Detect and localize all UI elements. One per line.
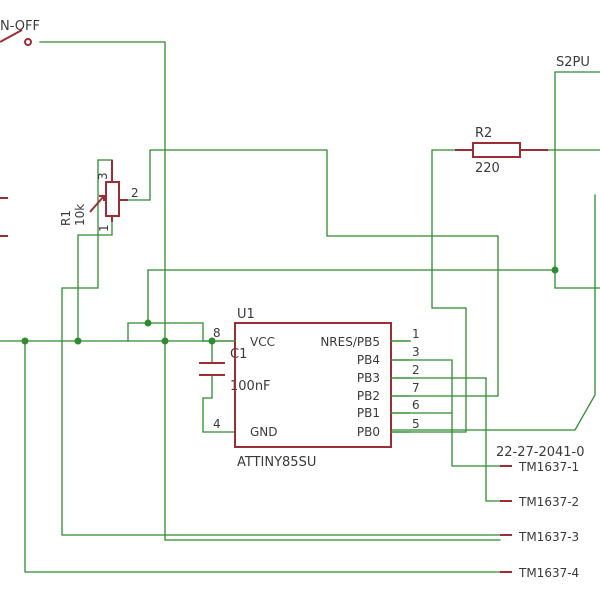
switch-lever [0,29,23,43]
u1-body [234,322,392,448]
wire-vcc-to-ic [147,322,204,342]
r1-body [105,181,120,217]
u1-pin-label: PB3 [357,371,380,385]
junction-dot [144,319,152,327]
r2-body [472,142,521,158]
r1-potentiometer: R1 10k 1 2 3 [59,160,139,232]
r1-pin1: 1 [97,224,111,232]
u1-pin-label: PB0 [357,425,380,439]
connector-tm1637: 22-27-2041-0 TM1637-1 TM1637-2 TM1637-3 … [496,445,585,580]
u1-pin-number: 5 [412,417,420,431]
wire-left-vertical [24,340,501,573]
junctions [21,266,559,345]
r1-pin3: 3 [96,172,110,180]
wire-r2-left [390,149,467,433]
u1-pin-label: GND [250,425,278,439]
wire-vcc-loop [127,269,149,342]
u1-pin-label: NRES/PB5 [320,335,380,349]
u1-pin-number: 3 [412,345,420,359]
u1-pin-number: 4 [213,417,221,431]
wire-pb3 [390,377,501,502]
u1-pin-label: PB1 [357,406,380,420]
r2-value: 220 [475,161,500,176]
wire-r1-wiper [127,149,499,397]
left-partial-part [0,197,8,237]
u1-name: U1 [237,307,255,322]
s2-label: S2PU [556,55,590,70]
connector-label: 22-27-2041-0 [496,445,585,460]
wire-s2-loop [554,71,600,289]
c1-name: C1 [230,347,247,362]
r1-name: R1 [59,210,73,226]
junction-dot [74,337,82,345]
junction-dot [21,337,29,345]
u1-pin-number: 8 [213,326,221,340]
wire-switch-top [39,41,501,541]
connector-pin-label: TM1637-4 [518,566,579,580]
r2-resistor: R2 220 [455,126,548,176]
u1-pin-label: VCC [250,335,275,349]
r1-pin2: 2 [131,186,139,200]
r1-value: 10k [73,204,87,226]
wires [0,41,600,573]
u1-part: ATTINY85SU [237,455,316,470]
r1-arrow-icon [89,195,105,213]
u1-pin-number: 2 [412,363,420,377]
junction-dot [161,337,169,345]
r2-name: R2 [475,126,492,141]
wire-c1-bottom [202,375,236,433]
u1-pin-number: 6 [412,398,420,412]
connector-pin-label: TM1637-1 [518,460,579,474]
junction-dot [551,266,559,274]
u1-pin-label: PB2 [357,389,380,403]
u1-pin-number: 1 [412,327,420,341]
switch-contact [24,38,32,46]
c1-value: 100nF [230,379,271,394]
switch-label: N-OFF [0,19,40,34]
power-switch: N-OFF [0,19,40,46]
wire-r1-top [61,159,501,536]
connector-pin-label: TM1637-2 [518,495,579,509]
u1-pin-label: PB4 [357,353,380,367]
wire-r1-bottom [77,215,113,342]
u1-ic: U1 ATTINY85SU VCC 8 GND 4 NRES/PB5 PB4 P… [202,307,420,470]
wire-s2-right [390,194,596,431]
u1-pin-number: 7 [412,381,420,395]
connector-pin-label: TM1637-3 [518,530,579,544]
